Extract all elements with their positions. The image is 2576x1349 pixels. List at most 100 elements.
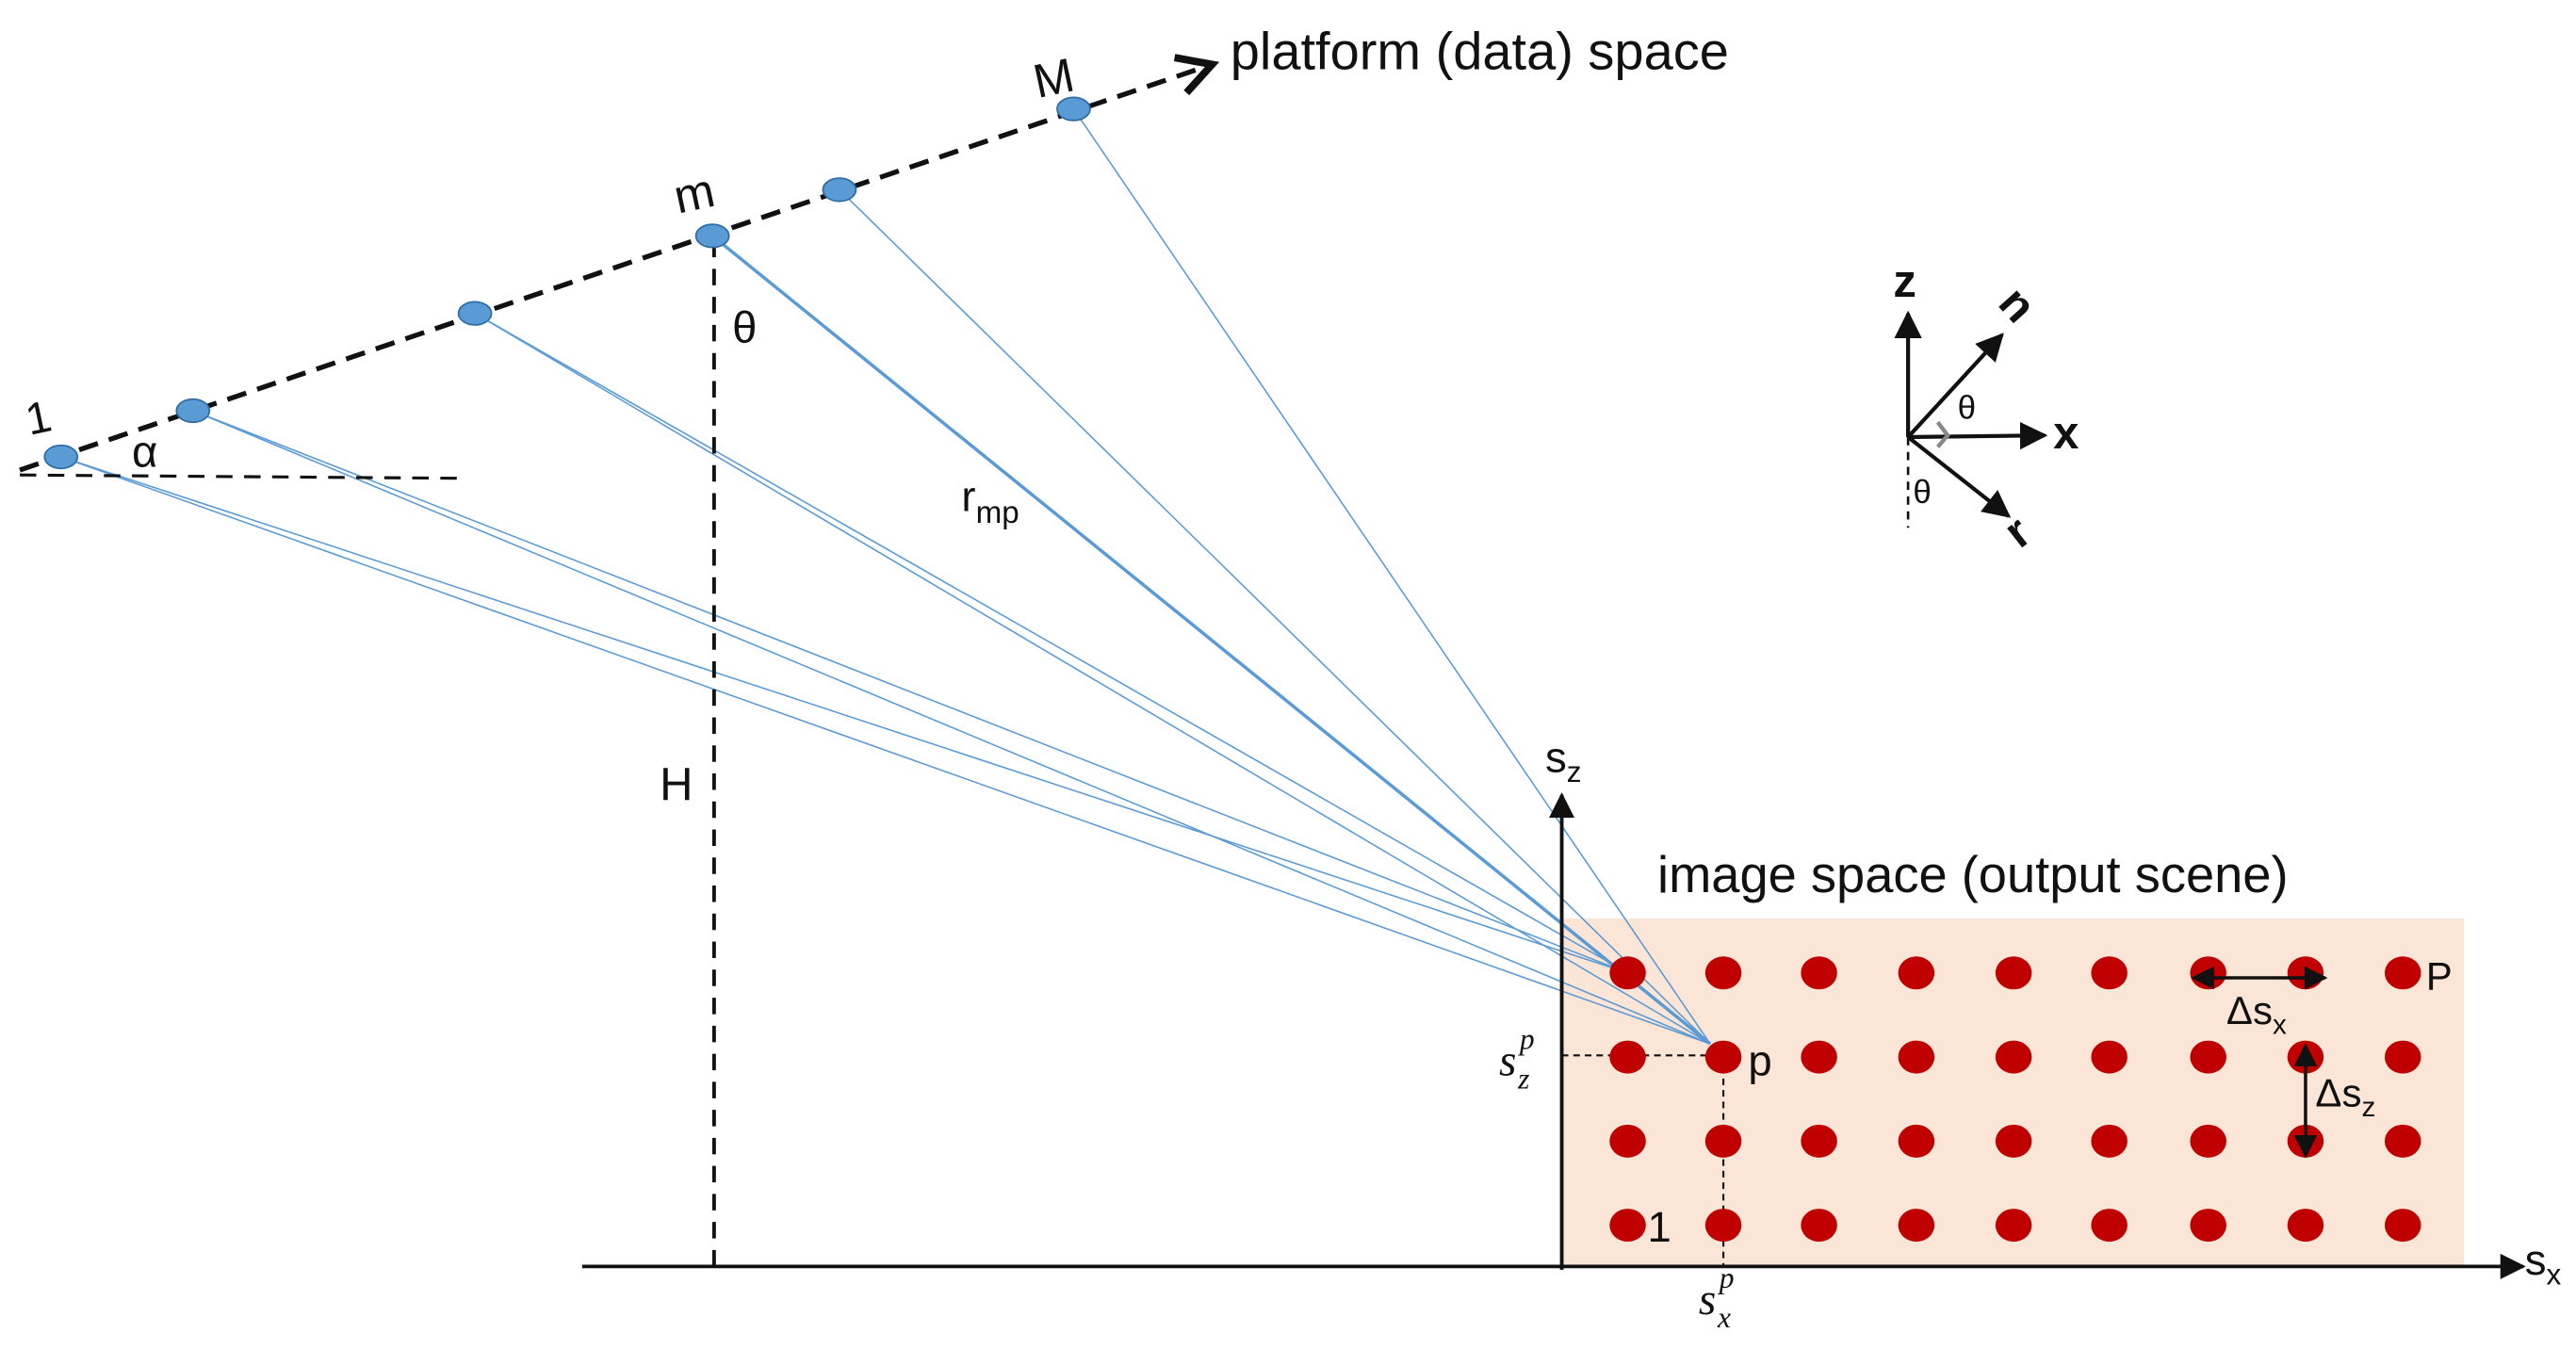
pixel-dot-r1-c6: [2091, 956, 2128, 990]
pixel-dot-r4-c3: [1801, 1209, 1837, 1243]
szp-main: s: [1499, 1036, 1516, 1085]
platform-dot-1: [43, 444, 79, 470]
sxp-main: s: [1699, 1276, 1716, 1325]
n-axis-arrow: [1906, 333, 2004, 439]
ray-to-pixel-3: [474, 312, 1628, 974]
pixel-dot-r1-c3: [1801, 956, 1837, 990]
pixel-dot-r2-c4: [1898, 1040, 1935, 1074]
angle-arc: [1935, 420, 1950, 448]
pixel-1-label: 1: [1648, 1203, 1671, 1251]
pixel-dot-r2-c6: [2091, 1040, 2128, 1074]
pixel-dot-r2-c5: [1995, 1040, 2032, 1074]
pixel-dot-r4-c1: [1609, 1209, 1646, 1243]
sz-axis-label: sz: [1545, 733, 1582, 788]
range-label-sub: mp: [976, 496, 1019, 530]
pixel-dot-r4-c5: [1995, 1209, 2032, 1243]
ray-to-pixel-2: [192, 410, 1628, 974]
sx-axis-label: sx: [2525, 1236, 2562, 1292]
pixel-dot-r4-c7: [2190, 1209, 2226, 1243]
mth-position-label: m: [669, 163, 719, 224]
pixel-dot-r2-c3: [1801, 1040, 1837, 1074]
ray-1: [60, 456, 1711, 1045]
ray-m: [711, 235, 1712, 1046]
delta-sz-main: Δs: [2315, 1071, 2361, 1115]
pixel-dot-r1-c5: [1995, 956, 2032, 990]
frame-theta-lower: θ: [1913, 474, 1931, 511]
rays: [60, 108, 1712, 1046]
last-position-label: M: [1029, 47, 1079, 108]
x-axis-arrow: [1908, 421, 2048, 450]
range-label-main: r: [961, 473, 975, 521]
delta-sx-label: Δsx: [2226, 988, 2287, 1041]
pixel-dot-r4-c6: [2091, 1209, 2128, 1243]
platform-dot-m: [694, 223, 730, 249]
platform-dot-3: [457, 301, 493, 326]
pixel-dot-r3-c3: [1801, 1124, 1837, 1158]
sz-axis-label-main: s: [1545, 733, 1567, 781]
image-space-label: image space (output scene): [1657, 847, 2288, 903]
pixel-p-label: p: [1748, 1036, 1771, 1084]
pixel-dot-r4-c8: [2287, 1209, 2324, 1243]
pixel-dot-r3-c1: [1609, 1124, 1646, 1158]
height-label: H: [660, 759, 693, 810]
frame-theta-upper: θ: [1958, 390, 1976, 427]
pixel-dot-r4-c9: [2384, 1209, 2421, 1243]
frame-r-label: r: [1995, 507, 2040, 558]
szp-sub: z: [1517, 1062, 1529, 1095]
platform-dot-2: [175, 398, 211, 424]
horizontal-reference: [19, 473, 459, 480]
pixel-dot-r2-c1: [1609, 1040, 1646, 1074]
frame-n-label: n: [1989, 277, 2046, 332]
pixel-dot-r4-c2: [1704, 1209, 1742, 1243]
delta-sx-sub: x: [2273, 1010, 2287, 1041]
pixel-dot-r3-c5: [1995, 1124, 2032, 1158]
coordinate-frame: [1894, 310, 2048, 528]
pixel-dot-r4-c4: [1898, 1209, 1935, 1243]
pixel-dot-r2-c9: [2384, 1040, 2421, 1074]
sx-axis-label-main: s: [2525, 1236, 2547, 1284]
sxp-sup: p: [1718, 1261, 1735, 1294]
platform-trajectory: [19, 64, 1212, 473]
pixel-dot-r1-c9: [2384, 956, 2421, 990]
ray-to-pixel-1: [60, 456, 1628, 974]
range-label: rmp: [961, 473, 1019, 530]
ray-2: [192, 410, 1711, 1045]
delta-sx-main: Δs: [2226, 988, 2273, 1032]
alpha-label: α: [132, 427, 157, 477]
pixel-dot-r1-c7: [2190, 956, 2226, 990]
szp-sup: p: [1518, 1022, 1535, 1055]
sxp-sub: x: [1717, 1301, 1731, 1334]
pixel-dot-r3-c4: [1898, 1124, 1935, 1158]
ray-5: [839, 188, 1711, 1045]
delta-sz-sub: z: [2362, 1092, 2376, 1123]
ray-3: [474, 313, 1711, 1045]
pixel-dot-r1-c8: [2287, 956, 2324, 990]
pixel-dot-r3-c6: [2091, 1124, 2128, 1158]
pixel-dot-r1-c4: [1898, 956, 1935, 990]
sz-axis-label-sub: z: [1567, 755, 1582, 788]
platform-dot-M: [1056, 96, 1091, 122]
theta-label: θ: [732, 303, 757, 353]
pixel-dot-r1-c1: [1609, 956, 1646, 990]
pixel-dot-r3-c9: [2384, 1124, 2421, 1158]
frame-x-label: x: [2053, 408, 2079, 459]
pixel-dot-r1-c2: [1704, 956, 1742, 990]
platform-positions: [43, 96, 1091, 470]
platform-space-label: platform (data) space: [1231, 22, 1729, 81]
frame-z-label: z: [1893, 256, 1916, 307]
pixel-dot-r3-c7: [2190, 1124, 2226, 1158]
pixel-P-label: P: [2426, 953, 2453, 998]
delta-sz-label: Δsz: [2315, 1071, 2375, 1124]
ray-M: [1072, 108, 1711, 1045]
first-position-label: 1: [22, 391, 57, 445]
r-axis-arrow: [1906, 435, 2012, 518]
pixel-dot-r2-c7: [2190, 1040, 2226, 1074]
sx-axis-label-sub: x: [2546, 1258, 2561, 1292]
platform-dot-5: [822, 177, 857, 203]
pixel-dot-r2-c2: [1704, 1040, 1742, 1074]
pixel-dot-r3-c2: [1704, 1124, 1742, 1158]
